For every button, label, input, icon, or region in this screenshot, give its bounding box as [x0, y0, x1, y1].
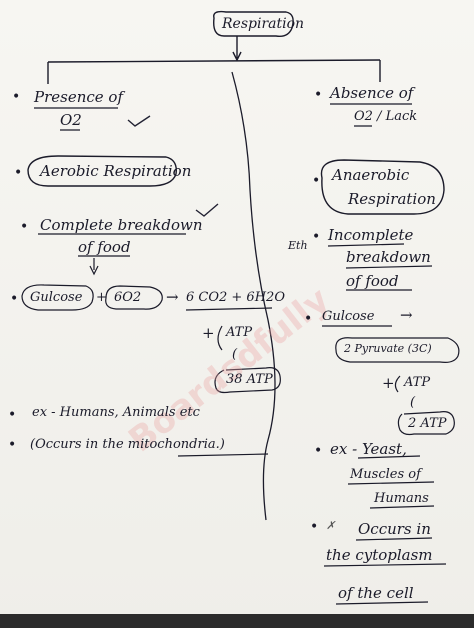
right-examples-line2: Muscles of — [350, 467, 421, 482]
tick-mark-2 — [195, 203, 219, 217]
right-breakdown-line3: of food — [346, 272, 399, 290]
bullet: • — [314, 443, 323, 459]
right-atp-count: 2 ATP — [408, 416, 447, 431]
bullet: • — [8, 437, 17, 453]
left-equation-products: 6 CO2 + 6H2O — [186, 290, 285, 305]
right-examples-line3: Humans — [374, 491, 429, 506]
left-breakdown-line2: of food — [78, 238, 131, 256]
bullet: • — [314, 87, 323, 103]
right-location-line2: the cytoplasm — [326, 546, 433, 564]
left-examples: ex - Humans, Animals etc — [32, 405, 200, 420]
right-location-line1: Occurs in — [358, 520, 431, 538]
left-equation-glucose: Gulcose — [30, 290, 83, 305]
left-condition-line2: O2 — [60, 111, 82, 129]
bullet: • — [304, 311, 313, 327]
right-location-line3: of the cell — [338, 584, 414, 602]
bullet: • — [10, 291, 19, 307]
right-atp-plus: + — [382, 374, 395, 392]
right-type-line2: Respiration — [348, 190, 436, 208]
right-atp-label: ATP — [404, 375, 431, 390]
anaerobic-bubble — [320, 159, 445, 215]
left-condition-line1: Presence of — [34, 88, 124, 106]
aerobic-bubble — [27, 155, 177, 187]
right-atp-bracket: ( — [410, 395, 416, 410]
right-glucose: Gulcose — [322, 309, 375, 324]
left-atp-plus: + — [202, 324, 215, 342]
left-equation-plus: + — [96, 290, 107, 305]
bullet: • — [14, 165, 23, 181]
right-condition-line1: Absence of — [330, 84, 414, 102]
left-equation-o2: 6O2 — [114, 290, 142, 305]
right-eth-note: Eth — [288, 239, 308, 252]
right-arrow: → — [400, 306, 413, 324]
left-atp-bracket: ( — [232, 347, 238, 362]
right-condition-line2: O2 / Lack — [354, 109, 418, 124]
left-atp-count: 38 ATP — [226, 372, 273, 387]
right-type-line1: Anaerobic — [332, 166, 410, 184]
left-equation-arrow: → — [166, 288, 179, 306]
right-breakdown-line2: breakdown — [346, 248, 431, 266]
branch-line — [47, 59, 381, 63]
bullet: • — [312, 229, 321, 245]
bullet: • — [8, 407, 17, 423]
bullet: • — [312, 173, 321, 189]
bullet: • — [310, 519, 319, 535]
center-divider — [231, 71, 276, 521]
left-type: Aerobic Respiration — [40, 162, 192, 180]
bullet: • — [20, 219, 29, 235]
bullet: • — [12, 89, 21, 105]
right-examples-line1: ex - Yeast, — [330, 440, 407, 458]
right-pyruvate: 2 Pyruvate (3C) — [344, 342, 432, 355]
page-title: Respiration — [222, 16, 305, 32]
scribble-icon: ✗ — [326, 519, 336, 532]
tick-mark-1 — [127, 115, 151, 127]
left-location: (Occurs in the mitochondria.) — [30, 437, 225, 452]
title-bubble — [213, 10, 294, 38]
bottom-edge — [0, 614, 474, 628]
left-breakdown-line1: Complete breakdown — [40, 216, 203, 234]
right-breakdown-line1: Incomplete — [328, 226, 414, 244]
left-atp-label: ATP — [226, 325, 253, 340]
